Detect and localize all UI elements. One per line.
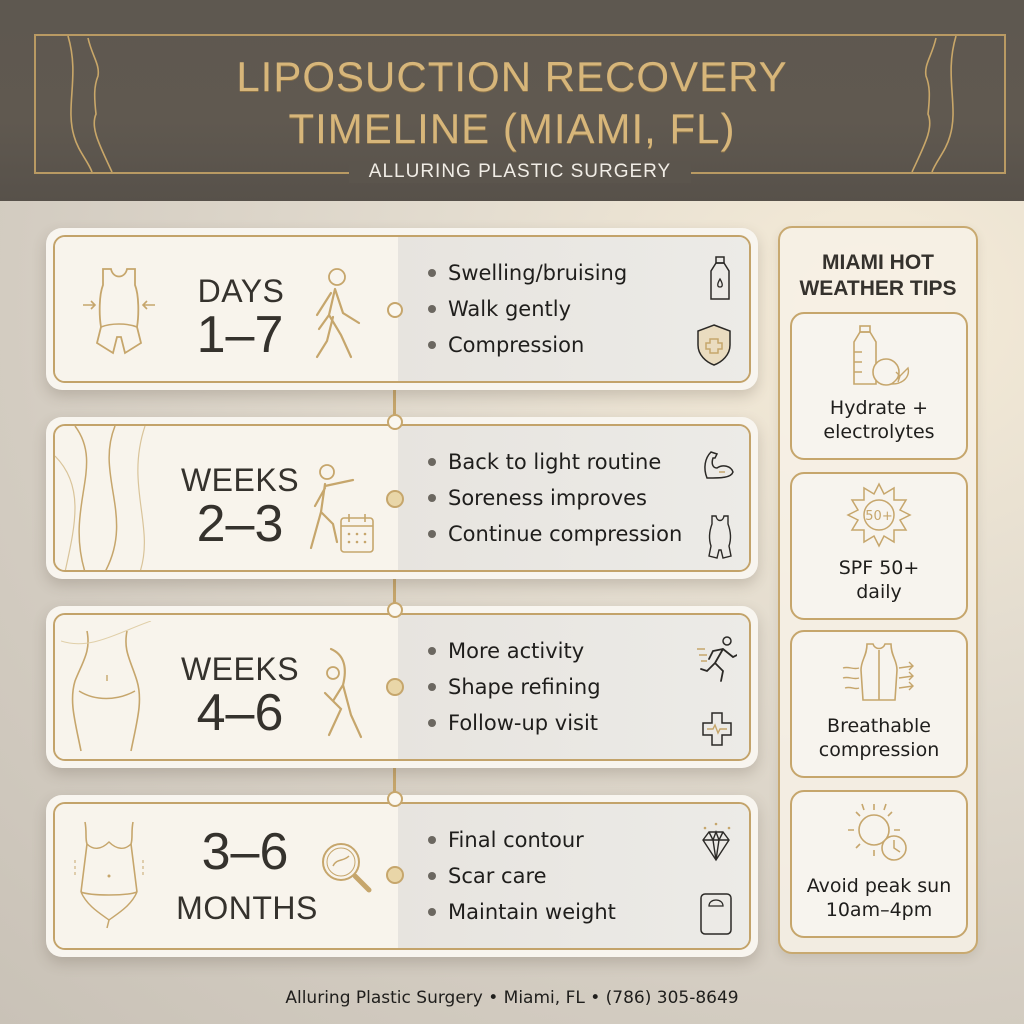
weather-tips-title: MIAMI HOT WEATHER TIPS [799, 251, 957, 300]
page-title-line1: LIPOSUCTION RECOVERY [236, 53, 788, 100]
page-title-line2: TIMELINE (MIAMI, FL) [288, 105, 736, 152]
bullet-item: Soreness improves [428, 480, 749, 516]
tip-label: Breathable compression [818, 715, 940, 761]
diamond-icon [702, 822, 731, 862]
stretching-person-icon [323, 647, 363, 739]
tip-label: Avoid peak sun 10am–4pm [806, 875, 952, 921]
phase-label-bottom: 2–3 [196, 495, 284, 553]
phase-label-top: DAYS [197, 273, 285, 309]
flexed-arm-icon [704, 451, 734, 479]
bullet-item: Swelling/bruising [428, 255, 749, 291]
shield-cross-icon [697, 324, 731, 366]
scale-icon [700, 893, 732, 935]
tip-label: Hydrate + electrolytes [823, 397, 935, 443]
bullet-item: Back to light routine [428, 444, 749, 480]
bullet-item: Scar care [428, 858, 749, 894]
body-curves-icon [55, 426, 146, 570]
phase-label-bottom: 4–6 [196, 684, 284, 742]
timeline-card-days-1-7: DAYS 1–7 Swelling/bruising Walk gently C… [46, 228, 758, 390]
subtitle-row: ALLURING PLASTIC SURGERY [34, 160, 1006, 184]
timeline-node [387, 302, 403, 318]
timeline-node [386, 490, 404, 508]
subtitle: ALLURING PLASTIC SURGERY [348, 161, 692, 183]
breathable-vest-icon [842, 643, 914, 701]
compression-garment-icon [83, 268, 155, 355]
walking-person-icon [315, 268, 361, 359]
weather-tips-panel: MIAMI HOT WEATHER TIPS Hydrate + electro… [778, 226, 978, 954]
timeline-node [387, 414, 403, 430]
bullet-item: Follow-up visit [428, 705, 749, 741]
header-banner: LIPOSUCTION RECOVERY TIMELINE (MIAMI, FL… [0, 0, 1024, 201]
phase-label-top: WEEKS [180, 651, 300, 687]
compression-garment-icon [708, 515, 732, 559]
phase-label-top: WEEKS [180, 462, 300, 498]
stepping-person-calendar-icon [309, 464, 374, 553]
magnifier-icon [322, 843, 372, 893]
timeline-card-weeks-4-6: WEEKS 4–6 More activity Shape refining F… [46, 606, 758, 768]
bullet-item: More activity [428, 633, 749, 669]
bullet-item: Shape refining [428, 669, 749, 705]
body-silhouette-icon [67, 36, 113, 172]
water-bottle-icon [710, 256, 730, 300]
timeline-node [387, 791, 403, 807]
sun-spf-icon: 50+ [846, 482, 912, 548]
medical-cross-icon [702, 712, 732, 746]
bullet-item: Continue compression [428, 516, 749, 552]
tip-card-spf: 50+ SPF 50+ daily [790, 472, 968, 620]
phase-label-bottom: MONTHS [176, 890, 318, 926]
tip-card-breathable: Breathable compression [790, 630, 968, 778]
timeline-node [387, 602, 403, 618]
bullet-item: Final contour [428, 822, 749, 858]
body-silhouette-icon [911, 36, 957, 172]
tip-card-hydrate: Hydrate + electrolytes [790, 312, 968, 460]
bullet-item: Walk gently [428, 291, 749, 327]
tip-label: SPF 50+ daily [838, 557, 920, 603]
torso-contour-icon [74, 821, 144, 929]
bottle-lemon-icon [853, 325, 910, 386]
bullet-item: Compression [428, 327, 749, 363]
phase-label-bottom: 1–7 [196, 306, 284, 364]
bullet-item: Maintain weight [428, 894, 749, 930]
timeline-node [386, 866, 404, 884]
running-person-icon [697, 636, 737, 682]
tip-card-avoid-sun: Avoid peak sun 10am–4pm [790, 790, 968, 938]
waist-silhouette-icon [61, 621, 152, 752]
phase-label-top: 3–6 [201, 823, 289, 881]
timeline-line [393, 300, 396, 880]
footer-contact: Alluring Plastic Surgery • Miami, FL • (… [285, 988, 739, 1008]
timeline-node [386, 678, 404, 696]
sun-clock-icon [848, 803, 907, 861]
svg-text:50+: 50+ [865, 509, 892, 524]
